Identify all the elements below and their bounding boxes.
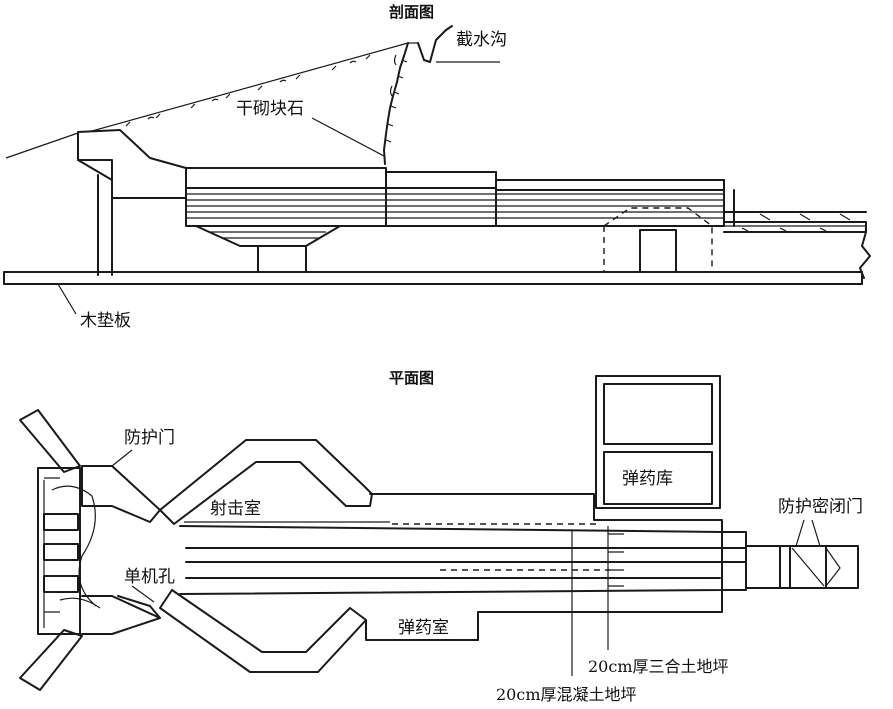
firing-room: 射击室 xyxy=(179,499,747,595)
lime-floor-label: 20cm厚三合土地坪 xyxy=(588,657,729,676)
concrete-floor-label: 20cm厚混凝土地坪 xyxy=(496,685,637,704)
firing-room-label: 射击室 xyxy=(210,499,261,519)
floor-leaders xyxy=(571,526,624,676)
ground-surface xyxy=(5,42,418,159)
protective-door-label: 防护门 xyxy=(124,428,175,448)
lower-wing: 单机孔 xyxy=(19,567,723,691)
entrance-portal xyxy=(77,129,187,276)
section-title: 剖面图 xyxy=(389,3,434,21)
ammo-store: 弹药库 xyxy=(595,375,721,509)
ammo-room-label: 弹药室 xyxy=(398,618,449,638)
plan-title: 平面图 xyxy=(389,369,434,387)
rock-cut-edge xyxy=(383,42,409,165)
loophole-wall xyxy=(37,467,101,635)
upper-wing: 防护门 xyxy=(19,409,723,533)
loophole-funnel xyxy=(195,225,341,273)
wood-pad-label: 木垫板 xyxy=(80,311,131,331)
wood-pad xyxy=(3,271,863,285)
sealed-door-label: 防护密闭门 xyxy=(778,497,863,517)
drain-ditch xyxy=(417,25,453,63)
ammo-store-label: 弹药库 xyxy=(622,469,673,489)
stone-layers xyxy=(185,171,735,227)
loophole-label: 单机孔 xyxy=(124,567,175,587)
plan-view: 平面图 防护门 单机孔 xyxy=(19,369,863,704)
section-view: 剖面图 截水沟 干砌块石 xyxy=(3,3,871,331)
dry-stone-label: 干砌块石 xyxy=(236,99,304,119)
sealed-door: 防护密闭门 xyxy=(745,497,863,589)
drain-ditch-label: 截水沟 xyxy=(456,30,507,50)
